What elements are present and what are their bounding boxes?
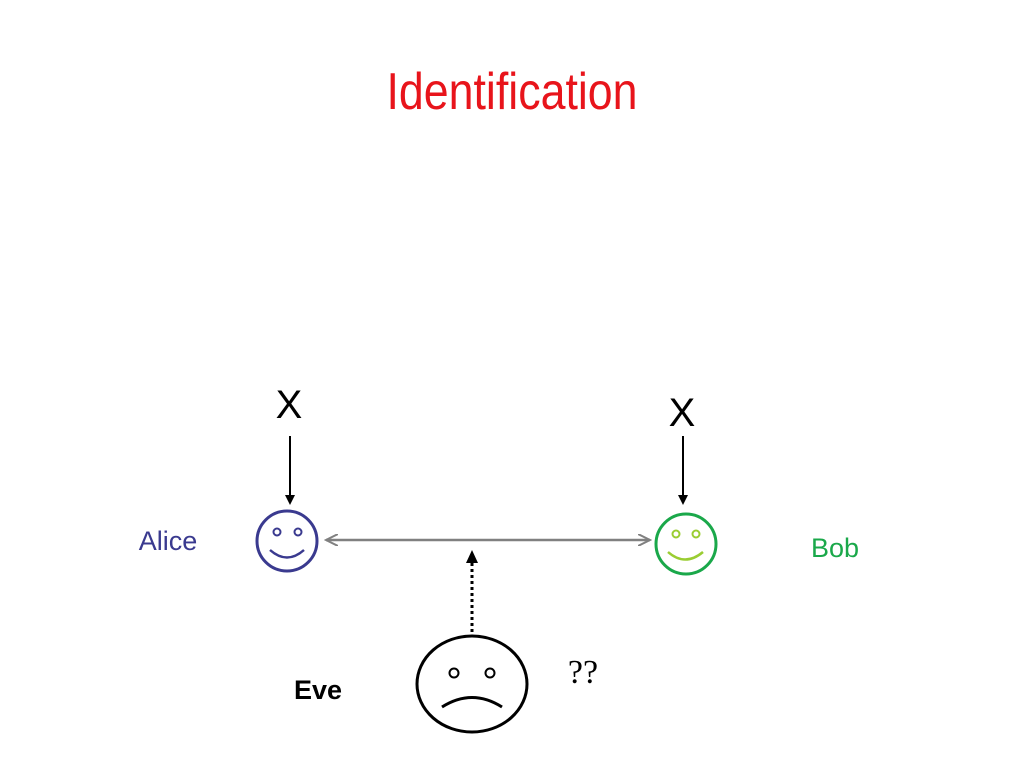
eve-sad-face-icon [415, 634, 529, 734]
question-marks: ?? [568, 654, 598, 691]
alice-smiley-icon [255, 509, 319, 573]
secret-label-alice: X [276, 383, 303, 427]
secret-label-bob: X [669, 391, 696, 435]
bob-smiley-icon [654, 512, 718, 576]
bob-label: Bob [811, 533, 859, 563]
eve-arrowhead-icon [466, 550, 478, 563]
eve-label: Eve [294, 675, 342, 705]
page-title: Identification [386, 63, 638, 121]
alice-label: Alice [139, 526, 198, 556]
